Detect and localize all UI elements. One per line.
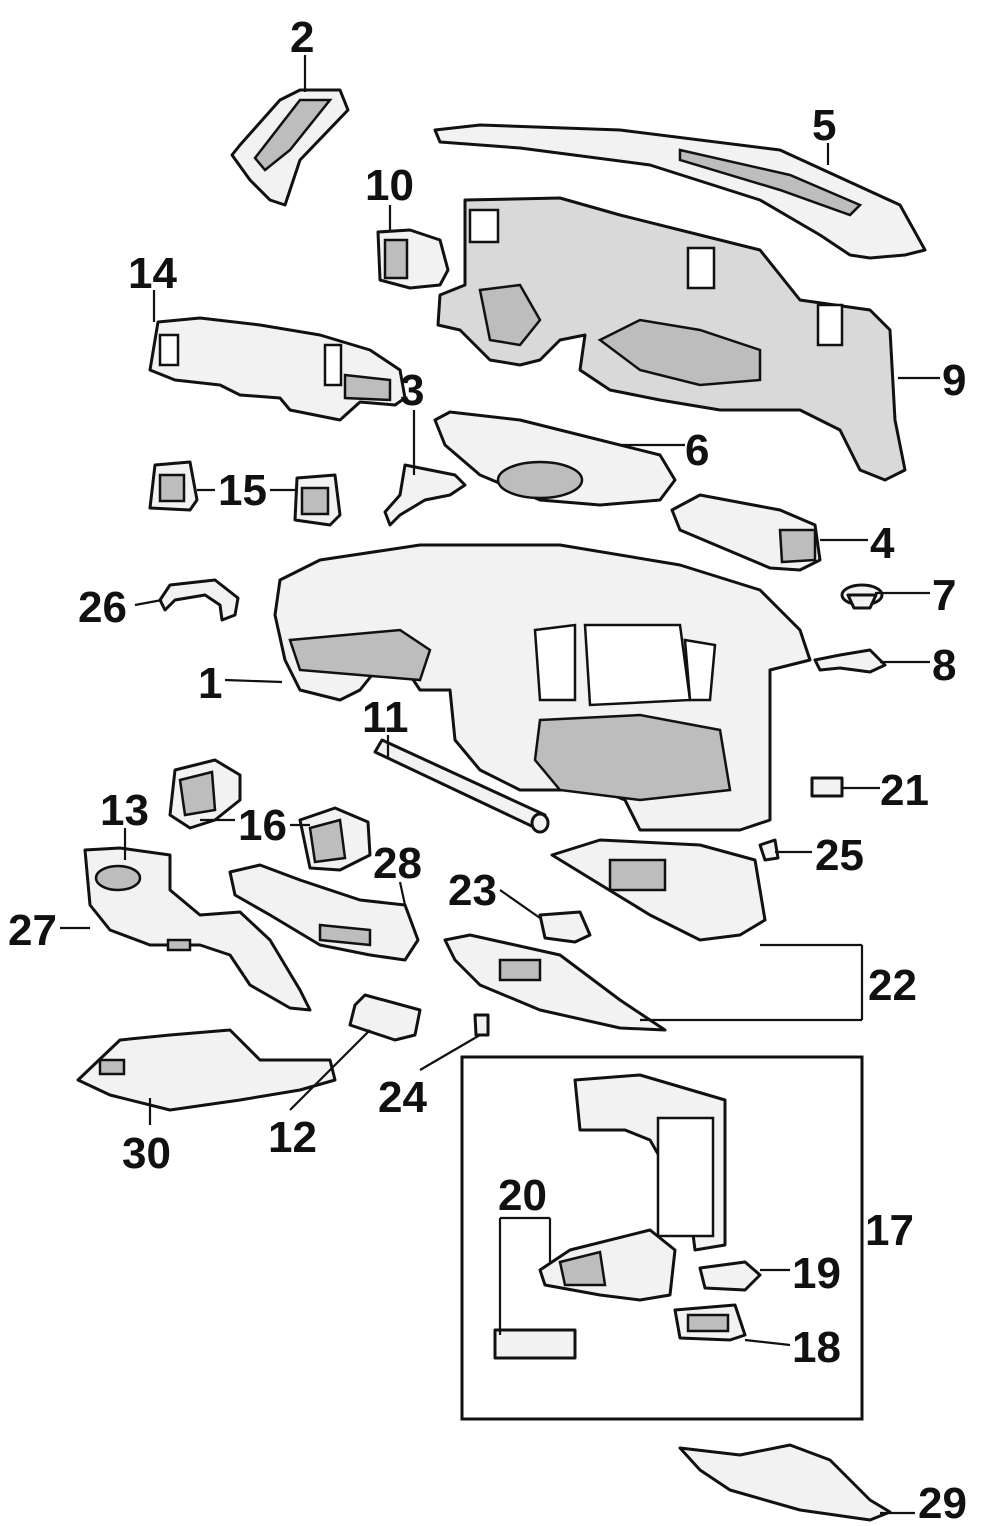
part-5-top-trim	[433, 123, 927, 260]
part-4-airbag	[670, 493, 822, 572]
callout-28: 28	[373, 839, 422, 888]
part-25-screw	[758, 838, 780, 862]
callout-10: 10	[365, 161, 414, 210]
part-10-duct	[376, 228, 450, 290]
callout-3: 3	[400, 366, 424, 415]
callout-23: 23	[448, 866, 497, 915]
part-15-vents	[148, 460, 342, 527]
part-23-latch	[538, 910, 592, 944]
part-17-center-console-group	[460, 1055, 864, 1421]
callout-19: 19	[792, 1249, 841, 1298]
callout-6: 6	[685, 426, 709, 475]
part-24-bulb	[473, 1013, 490, 1037]
callout-22: 22	[868, 961, 917, 1010]
callout-20: 20	[498, 1171, 547, 1220]
part-9-duct-assembly	[436, 196, 907, 482]
callout-11: 11	[362, 693, 409, 742]
callout-2: 2	[290, 13, 314, 62]
callout-5: 5	[812, 101, 836, 150]
part-27-lower-panel	[83, 846, 312, 1012]
callout-labels: 2 5 10 14 9 3 6 15 4 7 26 8 1 11 21 13 1…	[8, 13, 967, 1526]
callout-18: 18	[792, 1323, 841, 1372]
callout-27: 27	[8, 906, 57, 955]
callout-7: 7	[932, 571, 956, 620]
part-26-clip	[158, 578, 240, 622]
leader-lines	[60, 55, 940, 1515]
callout-9: 9	[942, 356, 966, 405]
part-11-rod	[373, 738, 550, 834]
part-28-bolster	[228, 863, 420, 962]
part-8-sensor	[813, 648, 887, 674]
part-14-bezel	[148, 316, 407, 422]
callout-12: 12	[268, 1113, 317, 1162]
part-21-clip	[810, 776, 844, 798]
part-12-cylinder	[348, 993, 422, 1042]
part-7-knob	[840, 583, 884, 610]
callout-13: 13	[100, 786, 149, 835]
part-6-panel	[433, 410, 677, 507]
callout-26: 26	[78, 583, 127, 632]
part-2-bracket	[230, 88, 350, 207]
callout-8: 8	[932, 641, 956, 690]
part-22-glove-box	[443, 838, 767, 1032]
callout-1: 1	[198, 659, 222, 708]
callout-17: 17	[865, 1206, 914, 1255]
part-30-lower-cover	[76, 1028, 337, 1112]
callout-4: 4	[870, 519, 895, 568]
callout-30: 30	[122, 1129, 171, 1178]
callout-24: 24	[378, 1073, 427, 1122]
part-3-bracket	[383, 463, 467, 527]
callout-29: 29	[918, 1479, 967, 1526]
callout-14: 14	[128, 249, 177, 298]
callout-25: 25	[815, 831, 864, 880]
callout-16: 16	[238, 801, 287, 850]
part-1-instrument-panel	[273, 543, 812, 832]
callout-21: 21	[880, 766, 929, 815]
part-16-vents	[168, 758, 372, 872]
callout-15: 15	[218, 466, 267, 515]
part-29-trim	[678, 1443, 892, 1522]
